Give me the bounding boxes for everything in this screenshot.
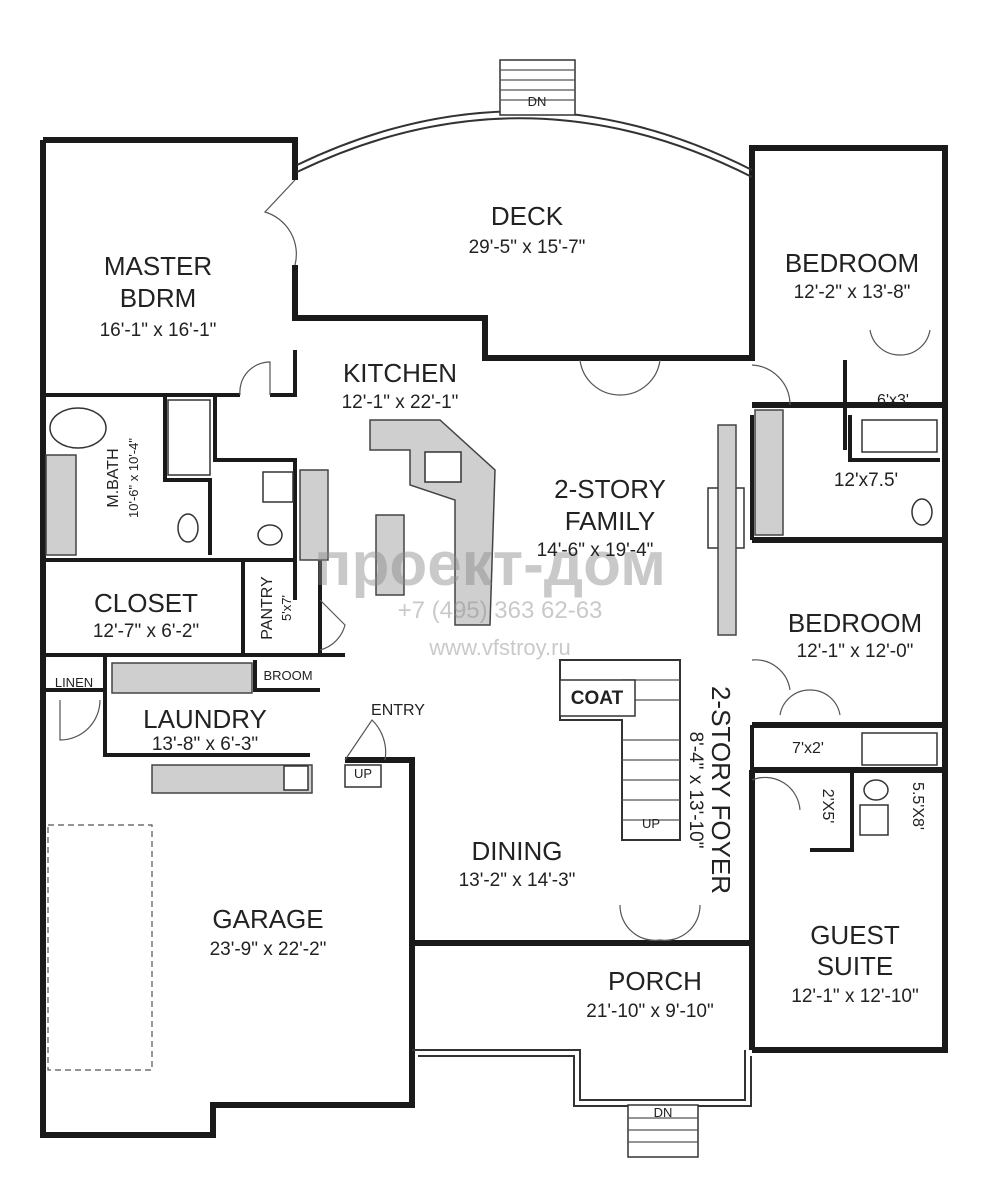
kitchen-name: KITCHEN xyxy=(343,358,457,388)
bedroom2-name: BEDROOM xyxy=(788,608,922,638)
pantry-shelves xyxy=(299,469,329,561)
doors xyxy=(59,179,931,941)
closet-dim: 12'-7" x 6'-2" xyxy=(93,621,199,642)
bath-55x8-name: 5.5'X8' xyxy=(909,782,926,830)
main-stair-up: UP xyxy=(642,816,660,831)
family-name-2: FAMILY xyxy=(565,506,656,536)
powder-toilet xyxy=(257,524,283,546)
bathtub-lower xyxy=(861,732,938,766)
pantry-dim: 5'x7' xyxy=(279,595,294,621)
deck-name: DECK xyxy=(491,201,564,231)
closet-2x5-name: 2'X5' xyxy=(819,789,836,824)
master-name-1: MASTER xyxy=(104,251,212,281)
family-builtin xyxy=(717,424,737,636)
porch-name: PORCH xyxy=(608,966,702,996)
family-name-1: 2-STORY xyxy=(554,474,666,504)
deck-arc xyxy=(296,110,753,171)
bath-6x3-name: 6'x3' xyxy=(877,392,909,409)
laundry-counter xyxy=(111,662,253,694)
deck-dim: 29'-5" x 15'-7" xyxy=(469,237,586,258)
main-stair xyxy=(559,659,681,841)
kitchen-island xyxy=(375,514,405,596)
deck-stair-dn: DN xyxy=(528,94,547,109)
garage-dim: 23'-9" x 22'-2" xyxy=(210,939,327,960)
garage-steps xyxy=(344,764,382,788)
guest-name-1: GUEST xyxy=(810,920,900,950)
garage-name: GARAGE xyxy=(212,904,323,934)
dining-name: DINING xyxy=(472,836,563,866)
bedroom1-dim: 12'-2" x 13'-8" xyxy=(794,282,911,303)
bath-toilet xyxy=(911,498,933,526)
laundry-dim: 13'-8" x 6'-3" xyxy=(152,734,258,755)
kitchen-dim: 12'-1" x 22'-1" xyxy=(342,392,459,413)
watermark-brand: проект-дом xyxy=(314,530,666,599)
garage-car-space xyxy=(47,824,153,1071)
entry-name: ENTRY xyxy=(371,702,425,719)
watermark-url: www.vfstroy.ru xyxy=(428,635,570,660)
master-tub xyxy=(49,407,107,449)
exterior-walls xyxy=(40,110,948,1138)
kitchen-counter xyxy=(369,419,496,626)
foyer-name: 2-STORY FOYER xyxy=(706,686,736,894)
master-name-2: BDRM xyxy=(120,283,197,313)
master-shower xyxy=(167,399,211,476)
master-toilet xyxy=(177,513,199,543)
dining-dim: 13'-2" x 14'-3" xyxy=(459,870,576,891)
porch-stair-dn: DN xyxy=(654,1105,673,1120)
porch-steps xyxy=(627,1104,699,1158)
laundry-name: LAUNDRY xyxy=(143,704,267,734)
bedroom1-name: BEDROOM xyxy=(785,248,919,278)
foyer-dim: 8'-4" x 13'-10" xyxy=(685,732,706,849)
mbath-name: M.BATH xyxy=(105,448,122,507)
room-labels: DECK 29'-5" x 15'-7" MASTER BDRM 16'-1" … xyxy=(55,201,926,1022)
closet-name: CLOSET xyxy=(94,588,198,618)
watermark: проект-дом +7 (495) 363 62-63 www.vfstro… xyxy=(314,530,666,660)
bath-12x75-name: 12'x7.5' xyxy=(834,470,898,491)
bedroom2-dim: 12'-1" x 12'-0" xyxy=(797,641,914,662)
garage-stair-up: UP xyxy=(354,766,372,781)
stair-labels: DN DN UP UP xyxy=(354,94,672,1120)
linen-name: LINEN xyxy=(55,675,93,690)
powder-sink xyxy=(262,471,294,503)
coat-name: COAT xyxy=(571,688,624,709)
mbath-dim: 10'-6" x 10'-4" xyxy=(126,438,141,518)
bathtub-upper xyxy=(861,419,938,453)
porch-dim: 21'-10" x 9'-10" xyxy=(586,1001,713,1022)
guest-toilet xyxy=(863,779,889,801)
garage-sink xyxy=(283,765,309,791)
kitchen-sink xyxy=(424,451,462,483)
interior-walls xyxy=(43,350,940,852)
closet-7x2-name: 7'x2' xyxy=(792,740,824,757)
coat-closet xyxy=(559,679,636,717)
watermark-phone: +7 (495) 363 62-63 xyxy=(398,597,603,624)
family-dim: 14'-6" x 19'-4" xyxy=(537,540,654,561)
bath-vanity xyxy=(754,409,784,536)
guest-dim: 12'-1" x 12'-10" xyxy=(791,986,918,1007)
broom-name: BROOM xyxy=(263,668,312,683)
master-dim: 16'-1" x 16'-1" xyxy=(100,320,217,341)
deck-steps xyxy=(499,59,576,116)
guest-name-2: SUITE xyxy=(817,951,894,981)
pantry-name: PANTRY xyxy=(259,576,276,640)
fixtures xyxy=(45,399,938,1071)
master-vanity xyxy=(45,454,77,556)
guest-sink xyxy=(859,804,889,836)
